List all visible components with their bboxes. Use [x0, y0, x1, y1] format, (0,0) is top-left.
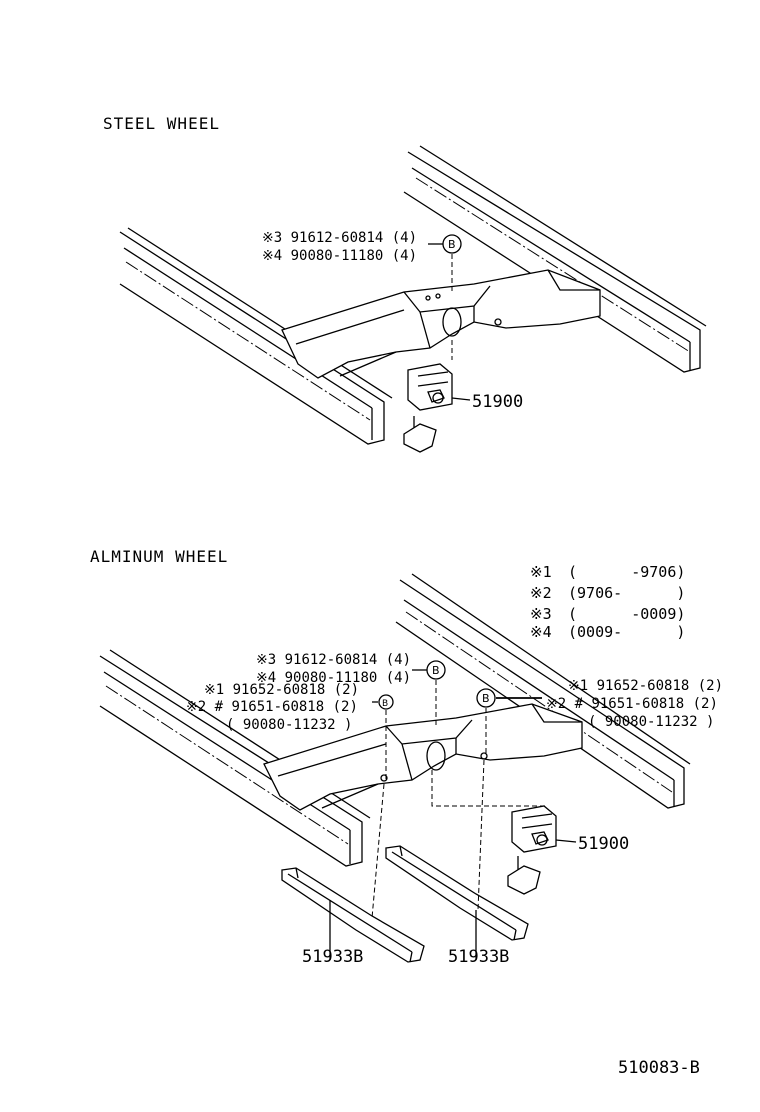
- legend-range-1: ( -9706): [568, 563, 685, 581]
- alminum-left-note-5: ( 90080-11232 ): [226, 717, 352, 733]
- alminum-left-note-4: ※2 # 91651-60818 (2): [186, 699, 358, 715]
- callout-b-alminum-small: B: [378, 694, 394, 710]
- legend-mark-4: ※4: [530, 623, 552, 641]
- legend-mark-2: ※2: [530, 584, 552, 602]
- frame-rail-right: [403, 145, 707, 373]
- legend-mark-1: ※1: [530, 563, 552, 581]
- alminum-wheel-section: ALMINUM WHEEL ※1 ( -9706) ※2 (9706- ) ※3…: [90, 547, 723, 967]
- svg-text:B: B: [448, 238, 456, 251]
- part-label-51933b-left: 51933B: [302, 947, 363, 967]
- part-label-51900-alminum: 51900: [578, 834, 629, 854]
- steel-note-1: ※3 91612-60814 (4): [262, 230, 417, 246]
- brace-51933b-left: [281, 867, 425, 963]
- part-label-51933b-right: 51933B: [448, 947, 509, 967]
- drawing-number: 510083-B: [618, 1058, 700, 1078]
- bracket-51900-lower: 51900: [507, 805, 629, 895]
- svg-text:B: B: [482, 692, 490, 705]
- steel-note-2: ※4 90080-11180 (4): [262, 248, 417, 264]
- svg-text:B: B: [432, 664, 440, 677]
- callout-b-alminum-right: B: [476, 688, 496, 708]
- bracket-51900: 51900: [403, 363, 523, 453]
- cross-member: [281, 269, 601, 379]
- legend-range-4: (0009- ): [568, 623, 685, 641]
- alminum-right-note-1: ※1 91652-60818 (2): [568, 678, 723, 694]
- legend-range-2: (9706- ): [568, 584, 685, 602]
- alminum-left-note-1: ※3 91612-60814 (4): [256, 652, 411, 668]
- part-label-51900-steel: 51900: [472, 392, 523, 412]
- brace-51933b-right: [385, 845, 529, 960]
- alminum-left-note-3: ※1 91652-60818 (2): [204, 682, 359, 698]
- svg-text:B: B: [382, 699, 388, 709]
- legend: ※1 ( -9706) ※2 (9706- ) ※3 ( -0009) ※4 (…: [530, 563, 685, 641]
- alminum-right-note-2: ※2 # 91651-60818 (2): [546, 696, 718, 712]
- cross-member-lower: [263, 703, 583, 811]
- callout-b-alminum-upper: B: [426, 660, 446, 680]
- callout-b-steel: B: [442, 234, 462, 254]
- legend-range-3: ( -0009): [568, 605, 685, 623]
- legend-mark-3: ※3: [530, 605, 552, 623]
- steel-wheel-section: STEEL WHEEL: [103, 114, 707, 453]
- alminum-right-note-3: ( 90080-11232 ): [588, 714, 714, 730]
- steel-wheel-heading: STEEL WHEEL: [103, 114, 220, 133]
- alminum-left-note-2: ※4 90080-11180 (4): [256, 670, 411, 686]
- alminum-wheel-heading: ALMINUM WHEEL: [90, 547, 228, 566]
